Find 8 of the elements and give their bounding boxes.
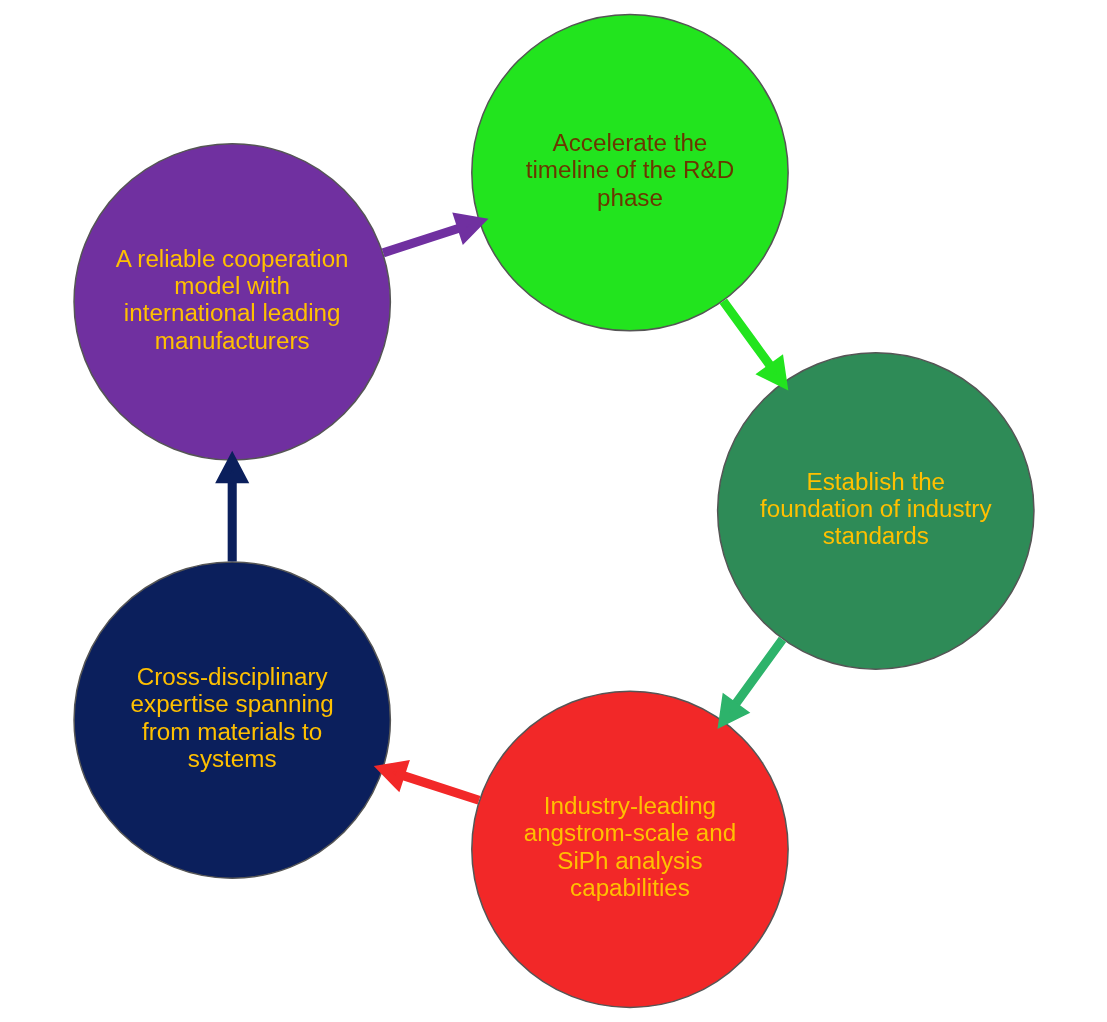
arrow: [381, 212, 488, 258]
node-circle: Cross-disciplinary expertise spanning from materials to systems: [72, 561, 391, 880]
arrow: [373, 759, 480, 805]
arrow: [716, 636, 786, 729]
node-circle: Accelerate the timeline of the R&D phase: [470, 13, 789, 332]
arrow: [214, 450, 249, 562]
node-circle: A reliable cooperation model with international leading manufacturers: [72, 142, 391, 461]
arrow: [719, 298, 788, 391]
